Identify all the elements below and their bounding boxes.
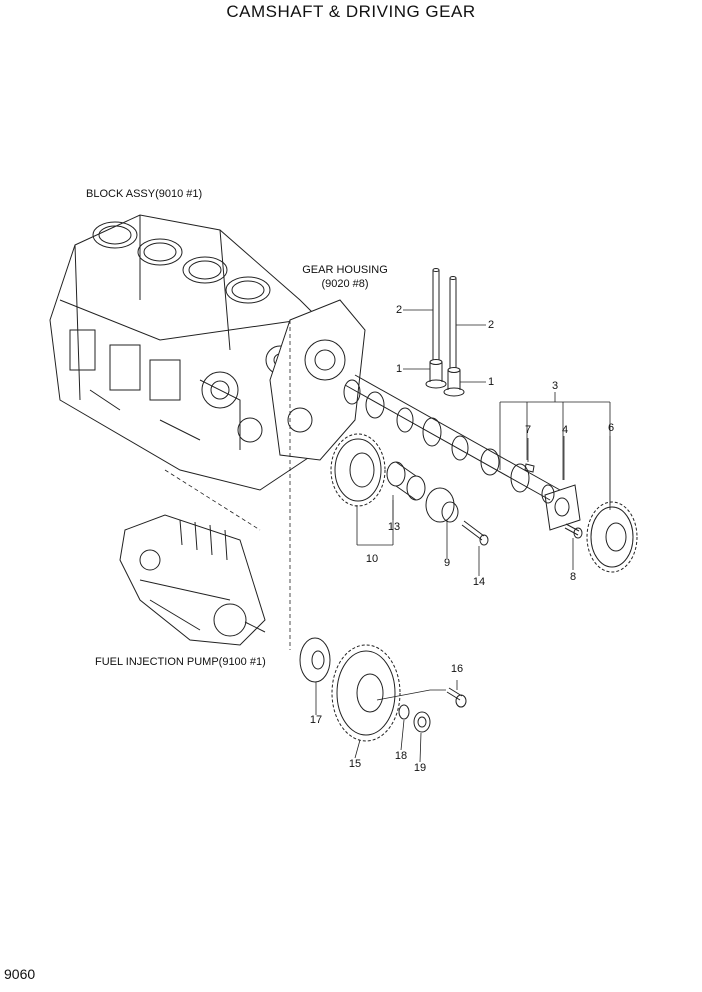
callout-15: 15 <box>348 758 362 770</box>
flange-17-illustration <box>300 638 330 682</box>
callout-18: 18 <box>394 750 408 762</box>
callout-9: 9 <box>443 557 451 569</box>
fuel-pump-label: FUEL INJECTION PUMP(9100 #1) <box>95 656 266 668</box>
bolt-8-illustration <box>565 524 582 538</box>
callout-1-right: 1 <box>487 376 495 388</box>
callout-7: 7 <box>524 424 532 436</box>
diagram-title: CAMSHAFT & DRIVING GEAR <box>226 2 476 21</box>
bolt-14-illustration <box>462 521 488 545</box>
callout-4: 4 <box>561 424 569 436</box>
leader-lines <box>165 310 610 762</box>
callout-1-left: 1 <box>395 363 403 375</box>
callout-2-right: 2 <box>487 319 495 331</box>
callout-16: 16 <box>450 663 464 675</box>
callout-17: 17 <box>309 714 323 726</box>
bolt-16-illustration <box>447 688 466 707</box>
fuel-pump-illustration <box>120 515 265 645</box>
callout-14: 14 <box>472 576 486 588</box>
callout-10: 10 <box>365 553 379 565</box>
callout-13: 13 <box>387 521 401 533</box>
gear-housing-label-line1: GEAR HOUSING <box>302 264 388 276</box>
hub-illustration <box>426 488 458 522</box>
block-assy-label: BLOCK ASSY(9010 #1) <box>86 188 203 200</box>
cam-gear-illustration <box>587 502 637 572</box>
gear-housing-label: GEAR HOUSING (9020 #8) <box>302 263 388 291</box>
page-number: 9060 <box>4 966 36 982</box>
gear-left-illustration <box>331 434 385 506</box>
callout-19: 19 <box>413 762 427 774</box>
key-7-illustration <box>525 464 534 472</box>
callout-6: 6 <box>607 422 615 434</box>
push-rods-illustration <box>426 269 464 397</box>
callout-3: 3 <box>551 380 559 392</box>
camshaft-illustration <box>344 375 560 503</box>
callout-2-left: 2 <box>395 304 403 316</box>
callout-8: 8 <box>569 571 577 583</box>
washer-18-illustration <box>399 705 409 719</box>
engine-block-illustration <box>50 215 330 490</box>
gear-housing-label-line2: (9020 #8) <box>321 278 369 290</box>
collar-19-illustration <box>414 712 430 732</box>
thrust-plate-illustration <box>545 485 580 530</box>
bushing-illustration <box>387 462 425 500</box>
gear-housing-illustration <box>270 300 365 460</box>
idler-gear-15-illustration <box>332 645 400 741</box>
